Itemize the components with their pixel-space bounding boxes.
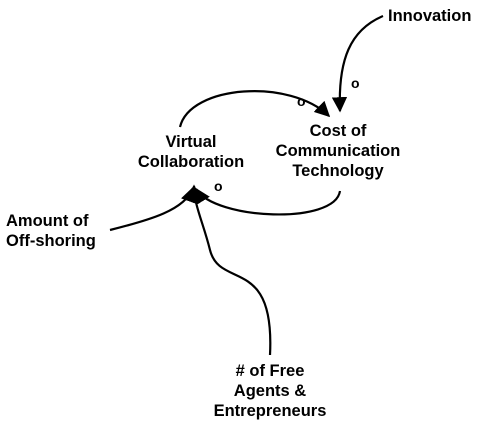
arrow-offshoring-to-virtual xyxy=(109,186,196,232)
polarity-virtual-to-cost: o xyxy=(297,93,306,109)
node-virtual-collaboration: Virtual Collaboration xyxy=(126,132,256,172)
node-free-agents-entrepreneurs: # of Free Agents & Entrepreneurs xyxy=(200,361,340,421)
node-virtual-line-1: Virtual xyxy=(165,133,217,151)
node-cost-of-communication-technology: Cost of Communication Technology xyxy=(268,121,408,181)
node-cost-line-1: Cost of xyxy=(309,122,367,140)
arrow-innovation-to-cost xyxy=(331,14,384,113)
node-free-agents-line-3: Entrepreneurs xyxy=(213,402,327,420)
node-free-agents-line-1: # of Free xyxy=(235,362,305,380)
node-innovation-line-1: Innovation xyxy=(388,7,472,25)
node-cost-line-2: Communication xyxy=(275,142,401,160)
node-virtual-line-2: Collaboration xyxy=(137,153,245,171)
node-free-agents-line-2: Agents & xyxy=(233,382,307,400)
arrow-cost-to-virtual xyxy=(195,187,342,216)
polarity-cost-to-virtual: o xyxy=(214,178,223,194)
node-cost-line-3: Technology xyxy=(292,162,384,180)
arrow-virtual-to-cost xyxy=(178,90,331,128)
node-offshoring-line-2: Off-shoring xyxy=(6,232,96,250)
arrow-free-agents-to-virtual xyxy=(186,184,272,356)
node-innovation: Innovation xyxy=(388,6,471,26)
node-offshoring-line-1: Amount of xyxy=(6,212,89,230)
polarity-innovation-to-cost: o xyxy=(351,75,360,91)
node-amount-of-offshoring: Amount of Off-shoring xyxy=(6,211,96,251)
